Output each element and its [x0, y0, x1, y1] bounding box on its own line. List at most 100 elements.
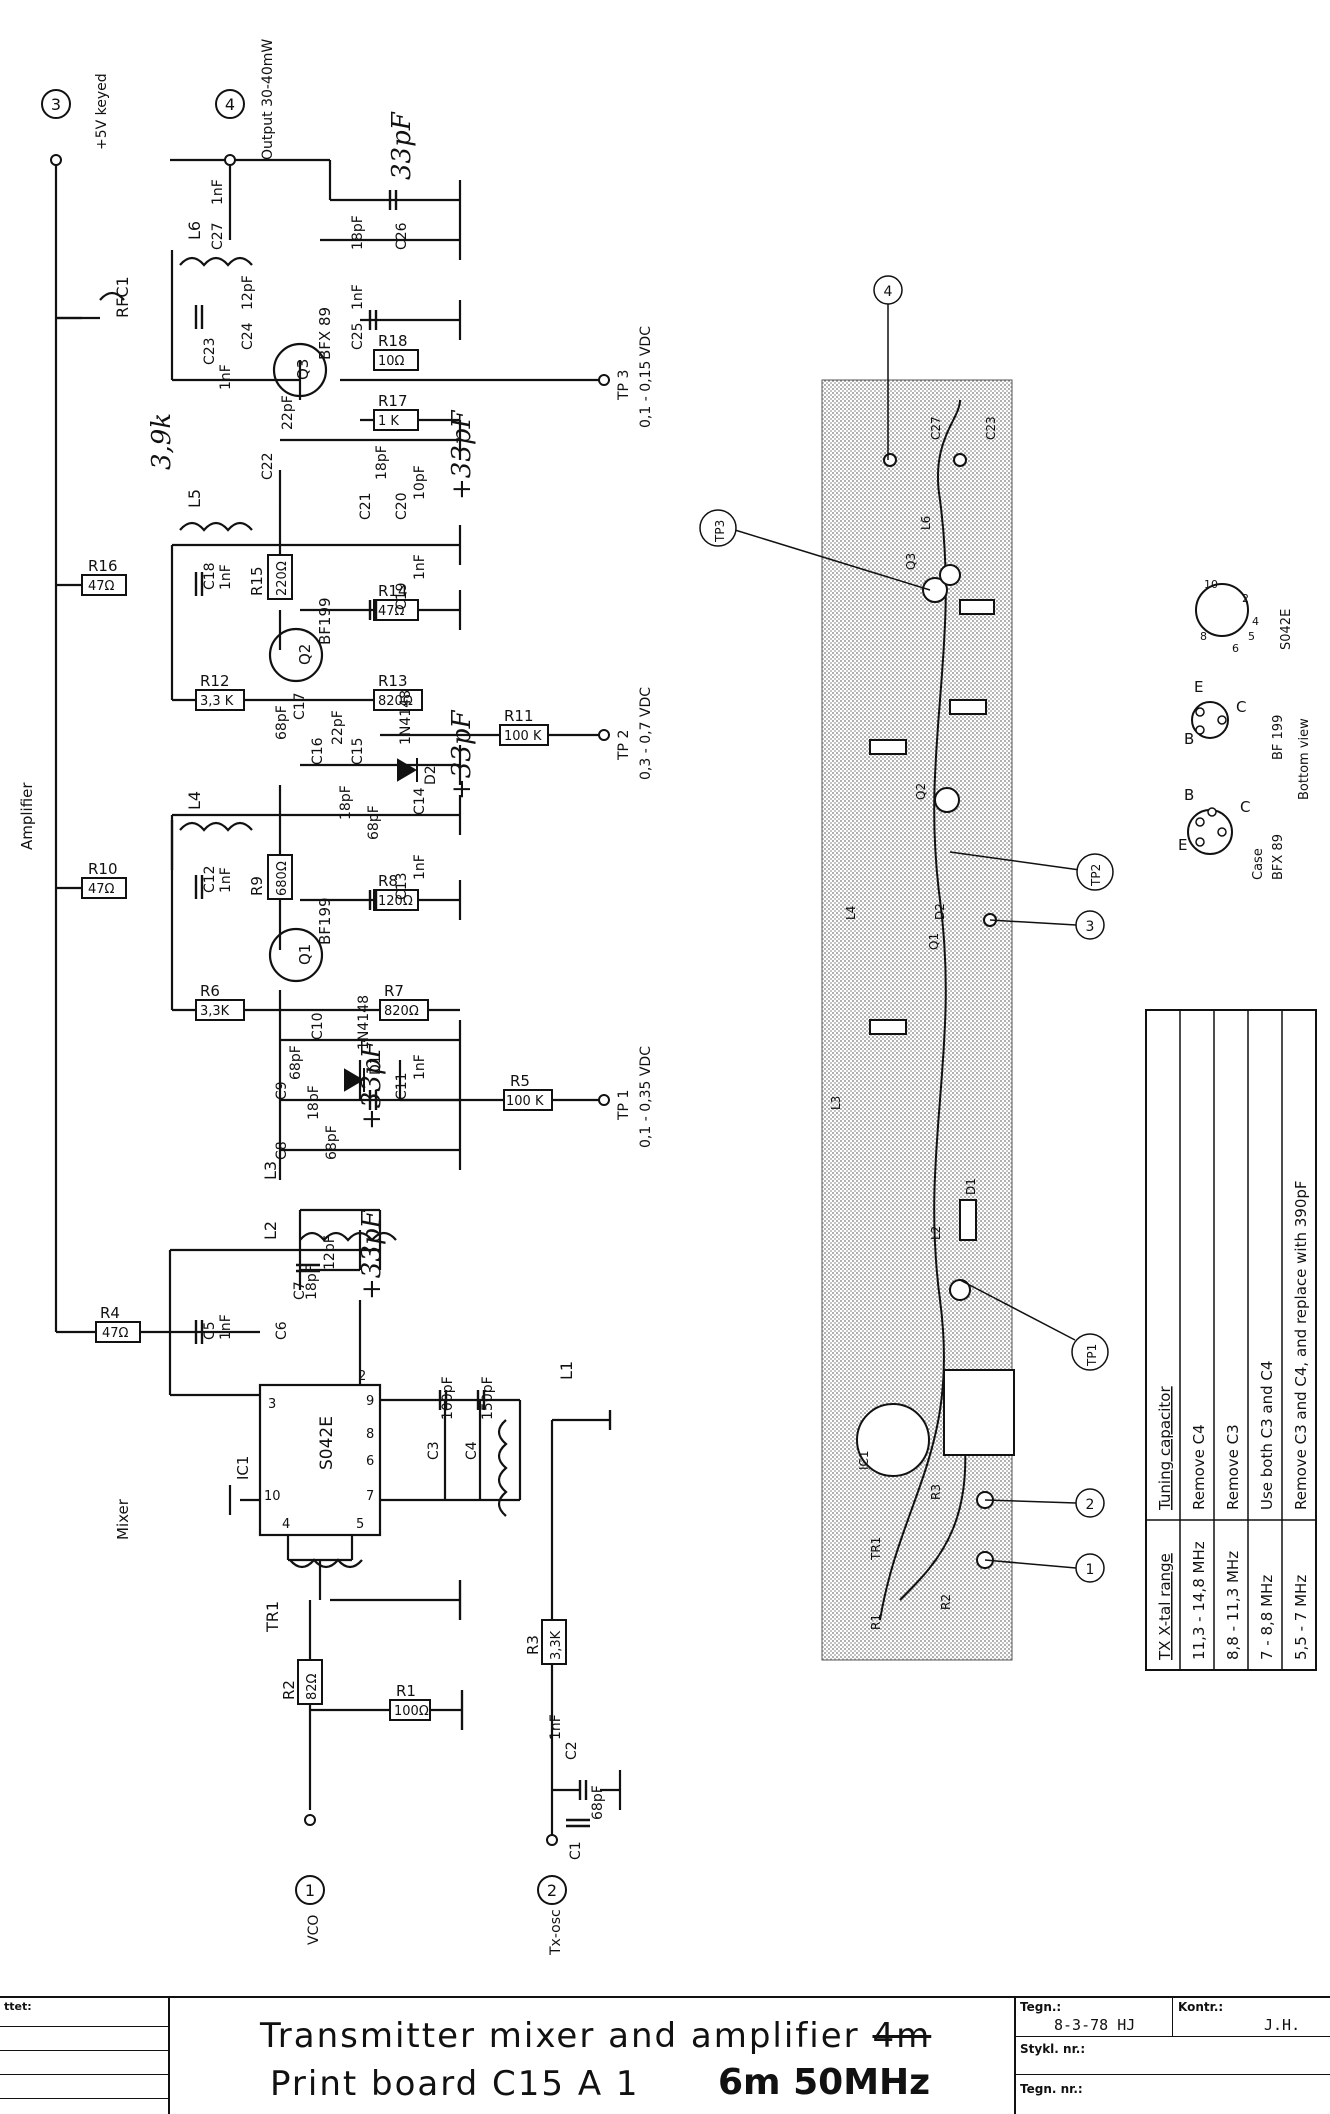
capacitor-labels: C5 1nF C6 18pF C7 12pF C3 100pF C4 150pF…	[202, 179, 606, 1860]
l2-label: L2	[261, 1221, 280, 1240]
q2-symbol	[268, 627, 324, 683]
pinout-pin-5: 5	[1248, 630, 1255, 643]
r6-label: R6	[200, 982, 220, 1000]
r13-label: R13	[378, 672, 408, 690]
r1-label: R1	[396, 1682, 416, 1700]
diode-symbols	[344, 758, 418, 1092]
r6-value: 3,3K	[200, 1004, 230, 1019]
table-row1-range: 11,3 - 14,8 MHz	[1190, 1541, 1208, 1660]
table-row4-cap: Remove C3 and C4, and replace with 390pF	[1292, 1180, 1310, 1510]
ic1-pin-10: 10	[264, 1489, 281, 1504]
c23-label: C23	[202, 337, 218, 365]
hand-33pf-c21: +33pF	[447, 409, 477, 500]
tp3-value: 0,1 - 0,15 VDC	[638, 326, 654, 428]
r4-label: R4	[100, 1304, 120, 1322]
table-row3-cap: Use both C3 and C4	[1258, 1361, 1276, 1510]
r12-value: 3,3 K	[200, 694, 234, 709]
r3-body	[541, 1619, 567, 1665]
c1-value: 68pF	[590, 1785, 606, 1820]
transistor-labels: Q1 BF199 Q2 BF199 Q3 BFX 89	[294, 307, 334, 965]
hand-33pf-c9: +33pF	[357, 1039, 387, 1130]
drawing-subtitle: Print board C15 A 1	[270, 2064, 640, 2104]
node-3-num: 3	[51, 95, 61, 114]
ground-symbols	[228, 1410, 612, 1730]
pinout-bf-e: E	[1194, 678, 1203, 696]
pinout-bfx-e: E	[1178, 836, 1187, 854]
r3-label: R3	[524, 1635, 542, 1655]
c25-value: 1nF	[350, 284, 366, 310]
node-1-num: 1	[305, 1881, 315, 1900]
q1-symbol	[268, 927, 324, 983]
pcb-tp2: TP2	[1089, 864, 1103, 887]
node-2-label: Tx-osc	[548, 1909, 564, 1956]
c15-label: C15	[350, 737, 366, 765]
c16-label: C16	[310, 737, 326, 765]
pcb-l2: L2	[929, 1226, 943, 1240]
pinout-bfx-b: B	[1184, 786, 1194, 804]
c22-value: 22pF	[280, 395, 296, 430]
r14-body	[373, 599, 419, 621]
c19-value: 1nF	[412, 554, 428, 580]
inductor-symbols	[99, 256, 508, 1569]
c12-value: 1nF	[218, 867, 234, 893]
transistor-symbols	[268, 342, 328, 983]
pcb-tp3: TP3	[713, 520, 727, 543]
r12-body	[195, 689, 245, 711]
c9-value: 68pF	[288, 1045, 304, 1080]
ic1-part: S042E	[317, 1416, 337, 1470]
hand-33pf-c6: +33pF	[357, 1209, 387, 1300]
inductor-labels: L1 L2 L3 L4 L5 L6 RFC1 TR1	[113, 221, 576, 1633]
tp2-label: TP 2	[616, 730, 632, 761]
l6-coil	[179, 256, 253, 267]
l3-label: L3	[261, 1161, 280, 1180]
kontr-label: Kontr.:	[1178, 2000, 1224, 2014]
pinout-pin-2: 2	[1242, 592, 1249, 605]
table-header-range: TX X-tal range	[1156, 1553, 1174, 1661]
drawing-title-struck: 4m	[872, 2016, 932, 2056]
r5-body	[503, 1089, 553, 1111]
pcb-q3: Q3	[904, 553, 918, 570]
c16-value: 22pF	[330, 710, 346, 745]
pcb-d2: D2	[933, 903, 947, 920]
tegn-label: Tegn.:	[1020, 2000, 1062, 2014]
r15-label: R15	[248, 566, 266, 596]
title-block-left: ttet:	[0, 1998, 170, 2114]
r12-label: R12	[200, 672, 230, 690]
pcb-node-4: 4	[884, 284, 893, 300]
r2-value: 82Ω	[305, 1673, 320, 1700]
pinout-diagrams: E B C Case BFX 89 E B C BF 199 Bottom vi…	[1178, 578, 1312, 880]
ic1-pin-4: 4	[282, 1517, 290, 1532]
tr1-label: TR1	[263, 1601, 282, 1633]
c13-label: C13	[394, 872, 410, 900]
r11-label: R11	[504, 707, 534, 725]
r18-label: R18	[378, 332, 408, 350]
c19-label: C19	[394, 582, 410, 610]
ic1-labels: S042E IC1 3 2 9 8 6 7 5 4 10	[234, 1369, 374, 1532]
pcb-ic1: IC1	[857, 1450, 871, 1470]
drawing-title: Transmitter mixer and amplifier	[260, 2016, 860, 2056]
r18-value: 10Ω	[378, 354, 405, 369]
pinout-pin-4: 4	[1252, 615, 1259, 628]
hand-33pf-out: 33pF	[387, 111, 417, 180]
pcb-r1: R1	[869, 1614, 883, 1630]
c23-value: 1nF	[218, 364, 234, 390]
rfc1-coil	[99, 291, 125, 301]
pinout-ic: S042E	[1279, 609, 1294, 650]
r17-body	[373, 409, 419, 431]
c5-value: 1nF	[218, 1314, 234, 1340]
pcb-l4: L4	[844, 906, 858, 920]
r3-value: 3,3K	[549, 1630, 564, 1660]
pcb-q2: Q2	[914, 783, 928, 800]
d1-symbol	[344, 1068, 364, 1092]
c25-label: C25	[350, 322, 366, 350]
r14-value: 47Ω	[378, 604, 405, 619]
r7-value: 820Ω	[384, 1004, 419, 1019]
tegn-nr-label: Tegn. nr.:	[1020, 2082, 1083, 2096]
r2-body	[297, 1659, 323, 1705]
mixer-label: Mixer	[114, 1498, 132, 1540]
table-row4-range: 5,5 - 7 MHz	[1292, 1575, 1310, 1660]
c14-label: C14	[412, 787, 428, 815]
diode-labels: D1 1N4148 D2 1N4148	[356, 690, 439, 1075]
ic1-pin-6: 6	[366, 1454, 374, 1469]
